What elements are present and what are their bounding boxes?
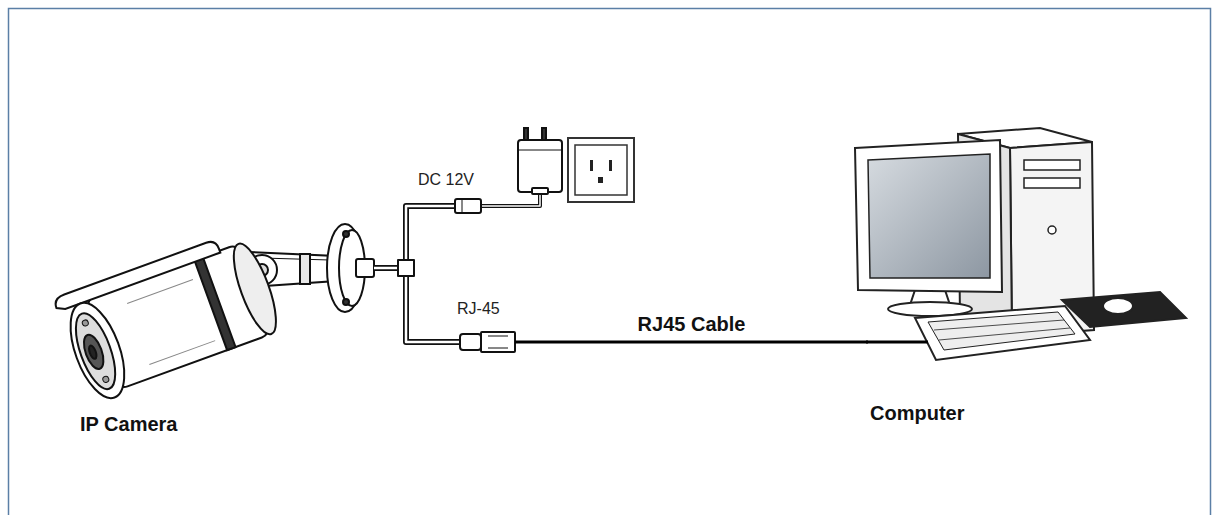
keyboard-mouse (915, 292, 1186, 360)
wall-outlet (568, 138, 634, 202)
computer-monitor (855, 140, 1002, 316)
cable-stub (866, 341, 928, 344)
pigtail-cable (374, 192, 540, 342)
device-label: IP Camera (80, 413, 177, 436)
connector-label: RJ-45 (457, 300, 500, 318)
voltage-label: DC 12V (418, 171, 474, 189)
camera-body (53, 228, 287, 406)
frame-border (9, 9, 1211, 515)
cable-label: RJ45 Cable (634, 313, 750, 336)
camera-node: IP Camera (70, 200, 515, 450)
network-cable (515, 341, 868, 344)
power-adapter (455, 128, 562, 213)
computer-node: Computer (868, 125, 1188, 435)
rj45-plug (460, 332, 515, 352)
device-label: Computer (870, 402, 964, 425)
